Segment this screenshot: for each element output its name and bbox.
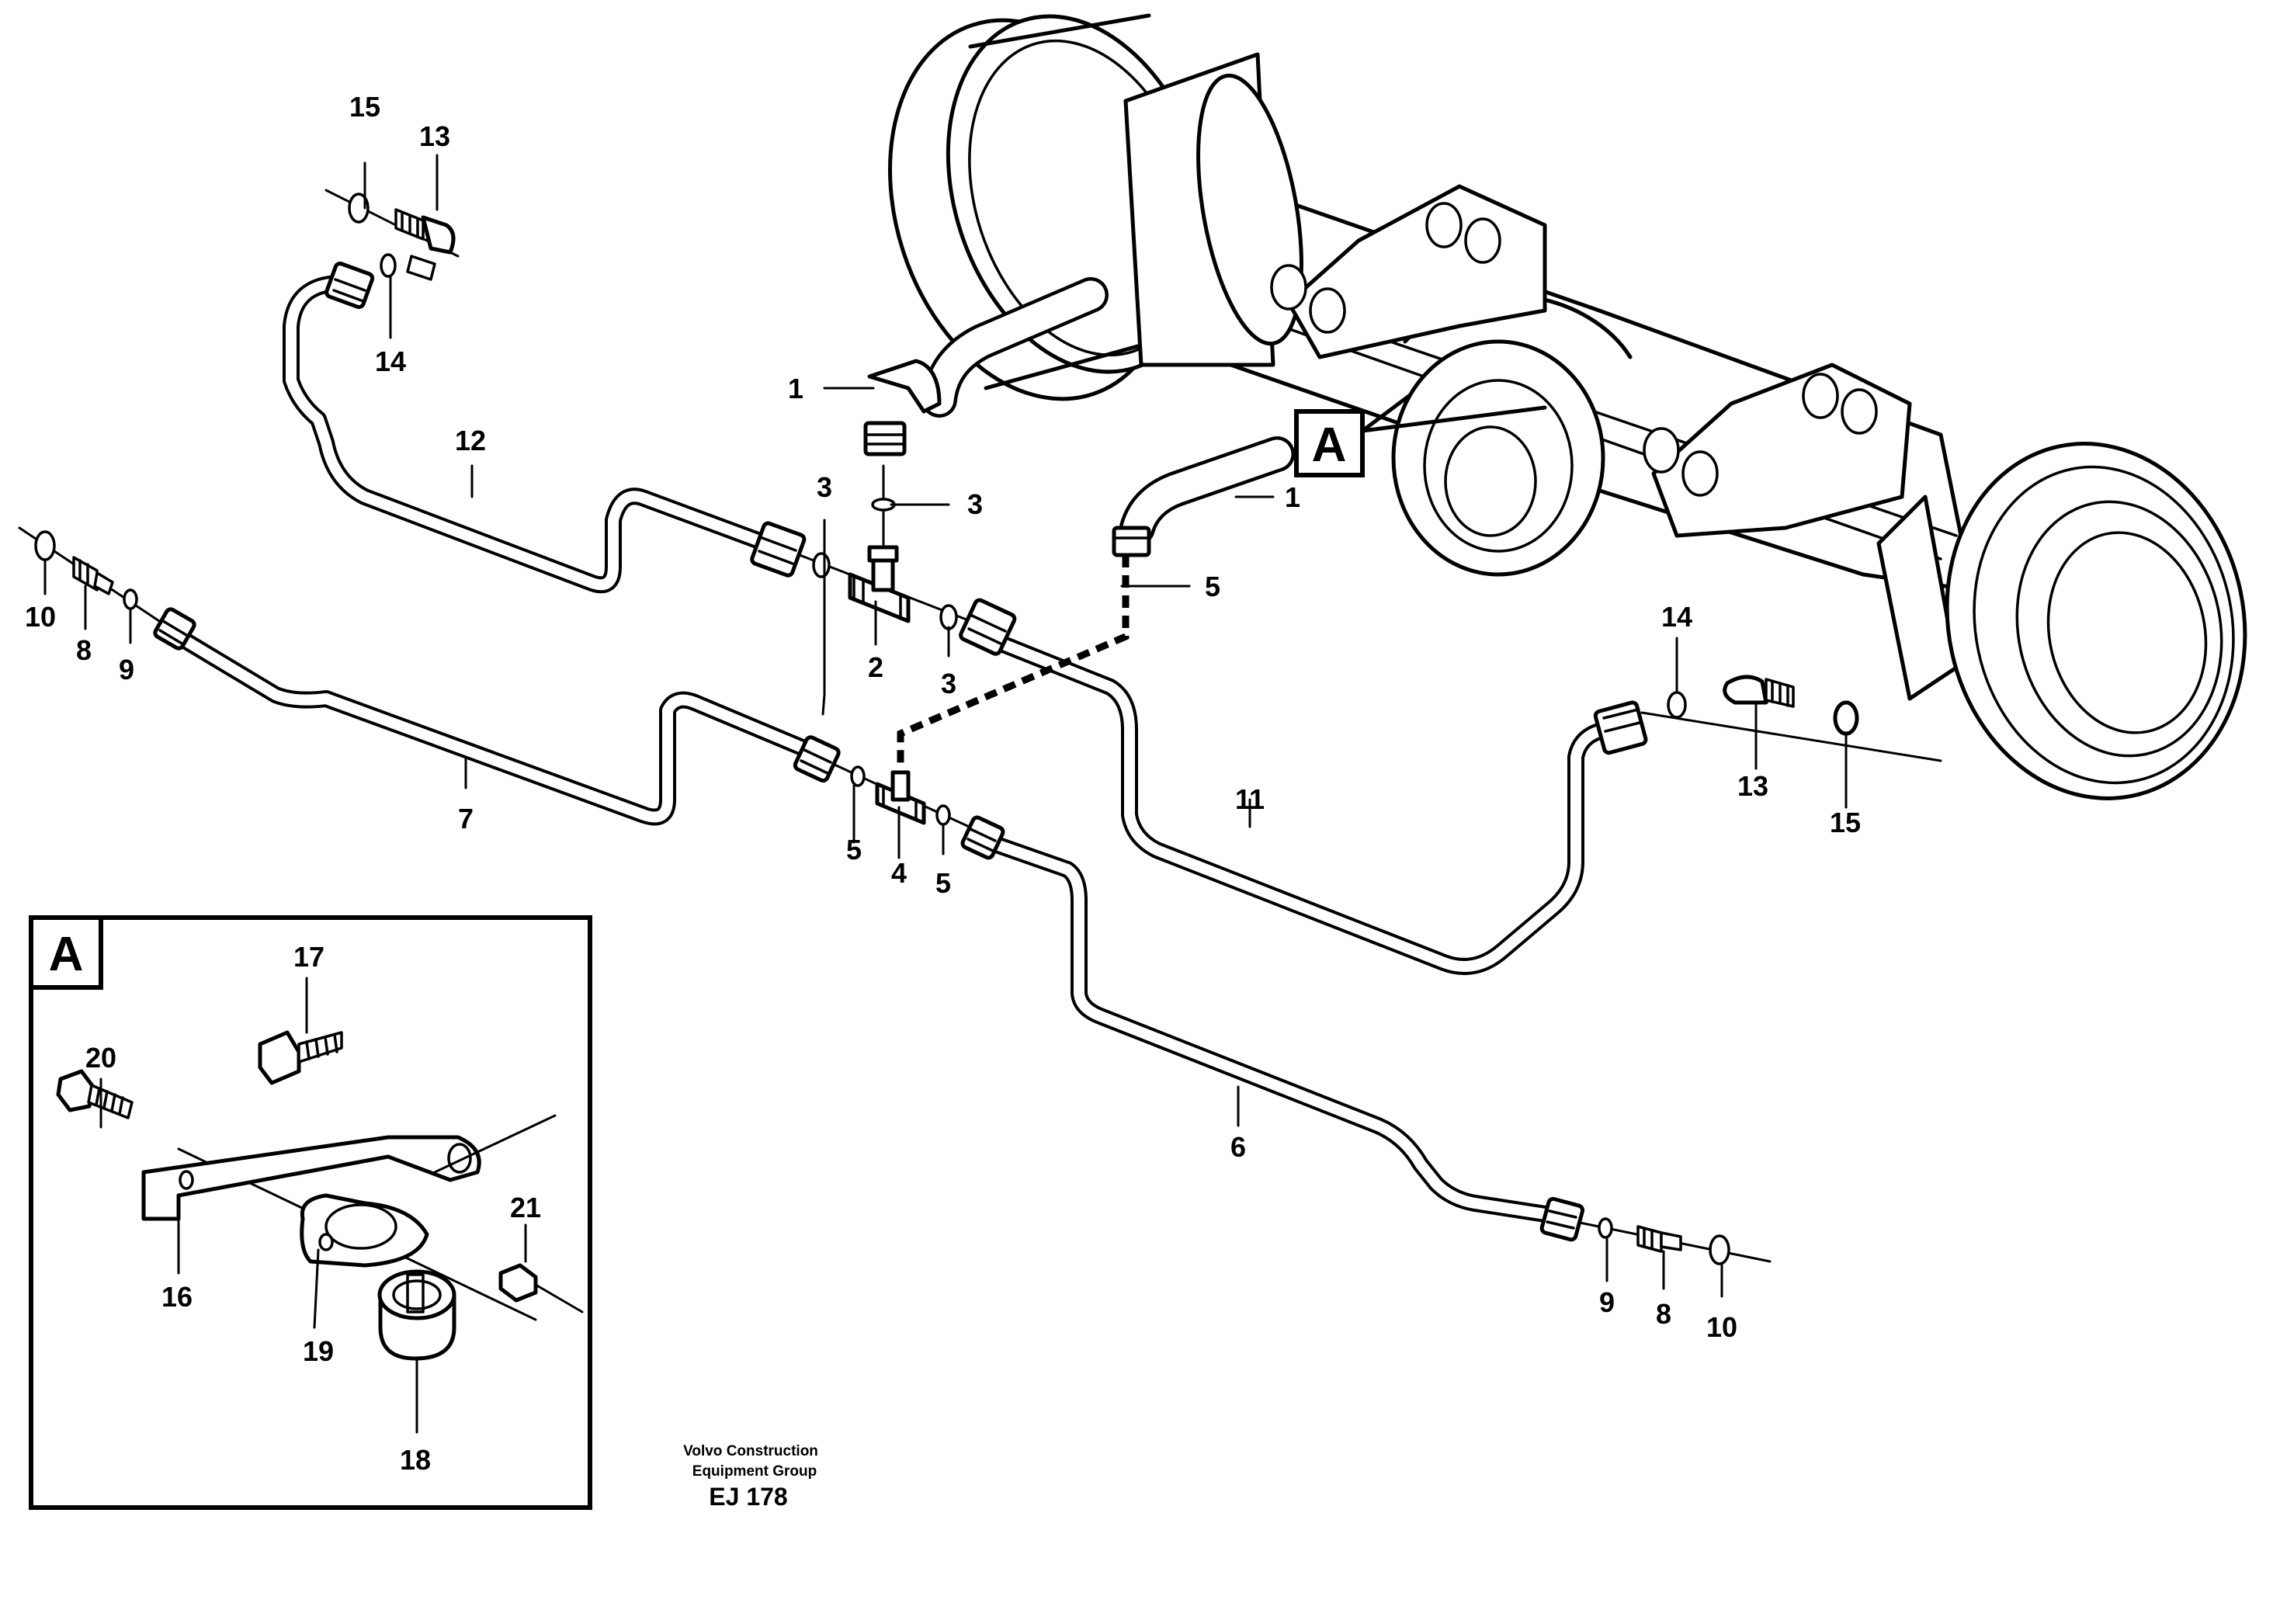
callout-5-right: 5 — [935, 867, 951, 899]
fitting-group-right — [1593, 675, 1942, 762]
leader-lines — [43, 154, 1848, 1434]
brake-pipe-11 — [985, 632, 1615, 975]
callout-10-right: 10 — [1706, 1311, 1737, 1343]
callout-6: 6 — [1230, 1131, 1246, 1163]
footer-group: Equipment Group — [692, 1463, 817, 1480]
callout-7: 7 — [458, 803, 474, 835]
callout-11: 11 — [1235, 783, 1265, 815]
rubber-bushing-18 — [377, 1269, 456, 1361]
footer: Volvo Construction Equipment Group EJ 17… — [683, 1443, 818, 1511]
callout-labels: 1 1 2 3 3 3 4 5 5 5 6 7 8 8 9 9 10 10 11… — [25, 91, 1861, 1476]
tee-fitting-4 — [793, 735, 1005, 860]
callout-13-left: 13 — [419, 120, 450, 152]
view-marker-letter: A — [1312, 418, 1347, 472]
brake-pipe-6 — [981, 834, 1569, 1225]
callout-14-left: 14 — [375, 345, 406, 377]
fitting-group-top-left — [324, 189, 460, 310]
callout-9-left: 9 — [119, 654, 134, 685]
clamp-19 — [300, 1193, 429, 1268]
callout-15-left: 15 — [349, 91, 380, 123]
callout-16: 16 — [161, 1281, 193, 1313]
detail-label: A — [49, 928, 84, 981]
brake-hose-right — [1112, 436, 1295, 557]
brake-pipe-7 — [170, 628, 824, 826]
brake-hose-left — [863, 277, 1109, 456]
callout-21: 21 — [510, 1192, 541, 1223]
brake-pipe-12 — [283, 275, 785, 594]
callout-13-right: 13 — [1737, 770, 1768, 802]
callout-3-upper: 3 — [817, 471, 832, 503]
callout-20: 20 — [85, 1042, 116, 1074]
callout-8-right: 8 — [1656, 1298, 1671, 1330]
bolt-20 — [56, 1069, 134, 1119]
callout-12: 12 — [455, 425, 486, 456]
tee-fitting-2 — [750, 464, 1017, 656]
nut-21 — [498, 1263, 584, 1313]
callout-5-left: 5 — [846, 834, 862, 866]
hose-connection-dash — [897, 555, 1130, 769]
callout-5-upper: 5 — [1205, 571, 1220, 602]
detail-inset-a: A — [29, 915, 592, 1510]
callout-3-right: 3 — [967, 488, 983, 520]
callout-1-right: 1 — [1285, 481, 1300, 513]
callout-2: 2 — [868, 651, 883, 683]
fitting-group-bottom-right — [1539, 1196, 1772, 1265]
callout-10-left: 10 — [25, 601, 56, 633]
bracket-16 — [141, 1114, 557, 1321]
callout-14-right: 14 — [1661, 601, 1692, 633]
callout-18: 18 — [400, 1444, 431, 1476]
callout-4: 4 — [891, 857, 907, 889]
callout-8-left: 8 — [76, 634, 92, 666]
callout-17: 17 — [293, 941, 324, 973]
footer-company: Volvo Construction — [683, 1443, 818, 1459]
callout-1-left: 1 — [788, 373, 803, 404]
footer-code: EJ 178 — [709, 1483, 787, 1511]
callout-3-lower: 3 — [941, 668, 956, 699]
axle-assembly — [888, 13, 2247, 800]
bolt-17 — [258, 1030, 343, 1085]
callout-9-right: 9 — [1599, 1286, 1615, 1318]
view-marker-a: A — [1294, 394, 1547, 477]
callout-19: 19 — [303, 1335, 334, 1367]
callout-15-right: 15 — [1830, 807, 1861, 838]
